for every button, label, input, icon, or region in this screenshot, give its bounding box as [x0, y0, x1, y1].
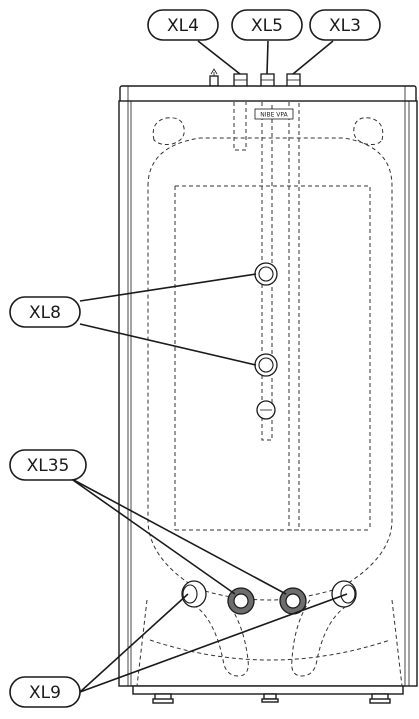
callout-xl3-text: XL3 [329, 16, 361, 36]
callout-xl9: XL9 [9, 676, 81, 708]
callout-xl5: XL5 [231, 9, 303, 41]
tank-lid [119, 85, 417, 103]
callout-xl5-text: XL5 [251, 16, 283, 36]
nameplate-text: NIBE VPA [260, 112, 288, 119]
tank-base [132, 685, 404, 704]
vent-valve [209, 68, 219, 88]
callout-xl4-text: XL4 [167, 16, 199, 36]
callout-xl8: XL8 [9, 296, 81, 328]
sensor-port-upper [254, 262, 278, 286]
callout-xl35: XL35 [9, 449, 87, 481]
bottom-port-right [331, 580, 357, 608]
sensor-port-lower [254, 353, 278, 377]
nameplate: NIBE VPA [254, 108, 294, 120]
callout-xl9-text: XL9 [29, 683, 61, 703]
tank-cabinet [118, 100, 418, 687]
callout-xl8-text: XL8 [29, 303, 61, 323]
callout-xl35-text: XL35 [27, 456, 70, 476]
callout-xl4: XL4 [147, 9, 219, 41]
drain-plug [256, 400, 276, 420]
callout-xl3: XL3 [309, 9, 381, 41]
leader-lines [69, 40, 348, 693]
top-connections [209, 68, 301, 89]
bottom-port-left [181, 580, 207, 608]
bottom-port-xl35-right [279, 587, 307, 615]
